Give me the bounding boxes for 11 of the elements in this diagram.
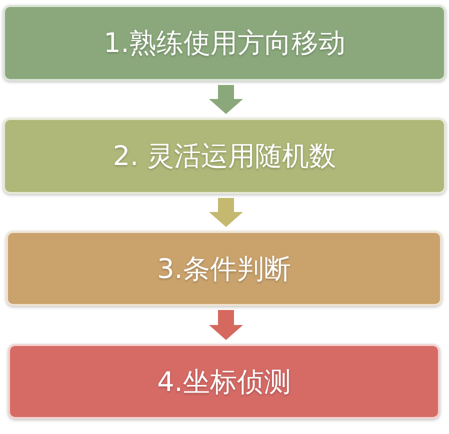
arrow — [209, 310, 243, 340]
process-box — [3, 118, 446, 194]
process-box — [8, 344, 440, 419]
arrow — [209, 85, 243, 114]
step-label: 4.坐标侦测 — [157, 366, 291, 400]
process-box — [6, 231, 442, 306]
arrow — [209, 198, 243, 227]
process-box — [3, 5, 446, 81]
step-label: 1.熟练使用方向移动 — [104, 27, 346, 61]
step-label: 2. 灵活运用随机数 — [112, 140, 336, 174]
step-label: 3.条件判断 — [157, 252, 291, 286]
